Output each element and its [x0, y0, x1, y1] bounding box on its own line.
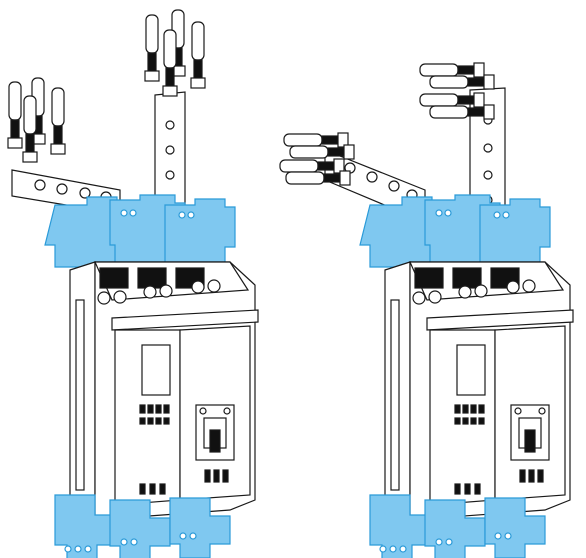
cable-lugs-right-side [279, 132, 355, 186]
breaker-assembly-left [7, 9, 259, 558]
breaker-assembly-right [279, 62, 574, 558]
circuit-breaker-right [359, 194, 574, 558]
cable-lugs-left [7, 77, 66, 163]
circuit-breaker-left [44, 194, 259, 558]
cable-lugs-left-top [144, 9, 206, 97]
